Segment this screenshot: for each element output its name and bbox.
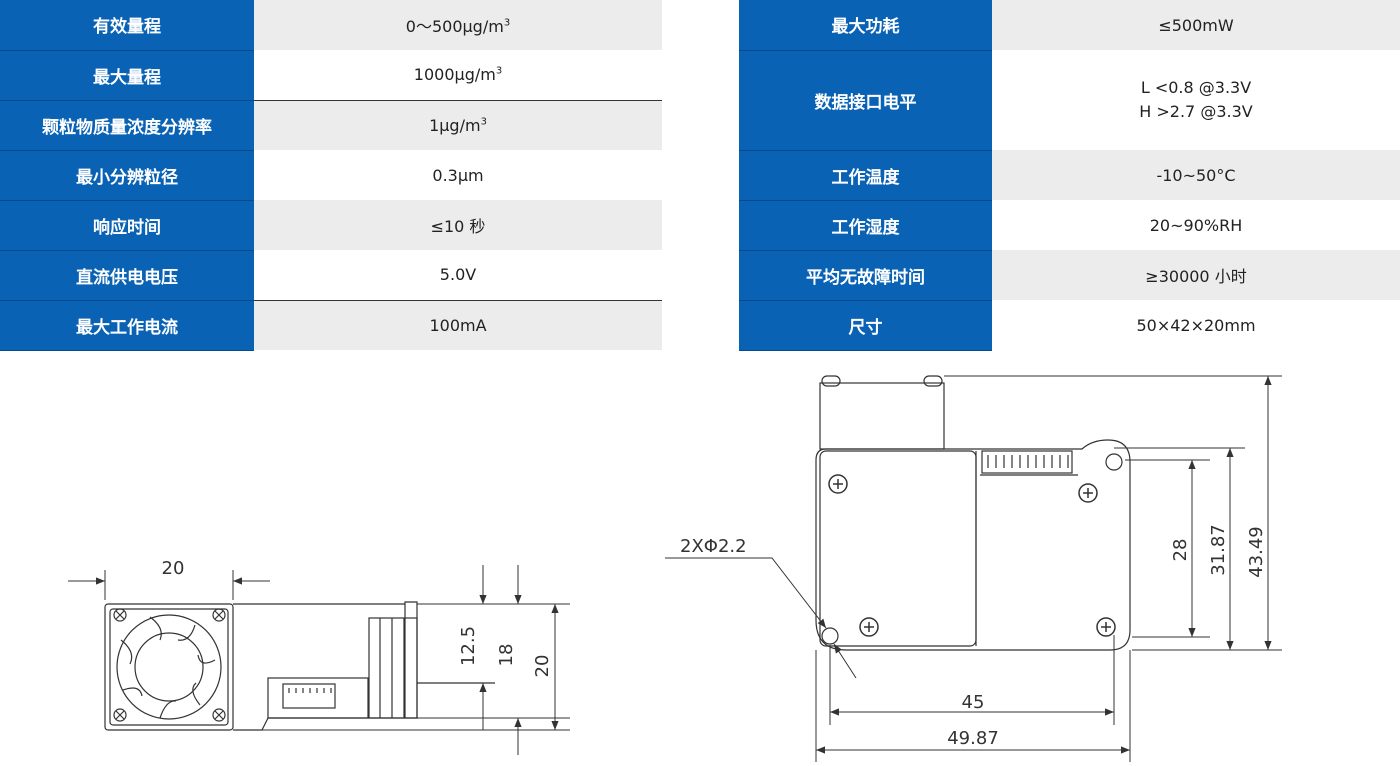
dim-side-h3: 20 xyxy=(532,655,553,678)
spec-value: -10~50°C xyxy=(992,150,1400,200)
spec-label: 平均无故障时间 xyxy=(739,250,992,301)
spec-label: 数据接口电平 xyxy=(739,50,992,151)
spec-value: 20~90%RH xyxy=(992,200,1400,250)
spec-row: 最大功耗 ≤500mW xyxy=(739,0,1400,51)
dim-side-width: 20 xyxy=(162,558,185,579)
screw-icon xyxy=(113,608,226,722)
spec-label: 最大工作电流 xyxy=(0,300,254,351)
spec-row: 响应时间 ≤10 秒 xyxy=(0,200,662,251)
spec-label: 尺寸 xyxy=(739,300,992,351)
spec-value: ≤10 秒 xyxy=(254,200,662,250)
spec-label: 有效量程 xyxy=(0,0,254,51)
top-view-drawing xyxy=(815,375,1131,651)
dim-side-h2: 18 xyxy=(496,644,517,667)
spec-row: 最大量程 1000μg/m3 xyxy=(0,50,662,101)
spec-label: 最大功耗 xyxy=(739,0,992,51)
spec-label: 工作湿度 xyxy=(739,200,992,251)
spec-label: 工作温度 xyxy=(739,150,992,201)
dim-top-h1: 28 xyxy=(1170,539,1191,562)
spec-value: 5.0V xyxy=(254,250,662,300)
spec-row: 数据接口电平 L <0.8 @3.3V H >2.7 @3.3V xyxy=(739,50,1400,151)
spec-value: 1μg/m3 xyxy=(254,99,662,150)
spec-row: 直流供电电压 5.0V xyxy=(0,250,662,301)
spec-value: 0.3μm xyxy=(254,150,662,200)
spec-value-line: H >2.7 @3.3V xyxy=(1139,102,1253,121)
spec-value: 50×42×20mm xyxy=(992,300,1400,350)
side-view-drawing xyxy=(104,601,495,731)
spec-table-left: 有效量程 0～500μg/m3 最大量程 1000μg/m3 颗粒物质量浓度分辨… xyxy=(0,0,662,351)
dim-top-h2: 31.87 xyxy=(1208,524,1229,576)
spec-value: 100mA xyxy=(254,299,662,350)
spec-label: 响应时间 xyxy=(0,200,254,251)
spec-value: 1000μg/m3 xyxy=(254,50,662,100)
spec-row: 最小分辨粒径 0.3μm xyxy=(0,150,662,201)
dim-top-w1: 45 xyxy=(962,692,985,713)
spec-value: 0～500μg/m3 xyxy=(254,0,662,50)
spec-row: 颗粒物质量浓度分辨率 1μg/m3 xyxy=(0,99,662,151)
spec-value: L <0.8 @3.3V H >2.7 @3.3V xyxy=(992,50,1400,150)
spec-value: ≥30000 小时 xyxy=(992,250,1400,300)
spec-row: 最大工作电流 100mA xyxy=(0,299,662,351)
spec-value: ≤500mW xyxy=(992,0,1400,50)
spec-row: 尺寸 50×42×20mm xyxy=(739,300,1400,351)
dim-top-h3: 43.49 xyxy=(1246,526,1267,578)
spec-value-line: L <0.8 @3.3V xyxy=(1140,78,1252,97)
spec-label: 直流供电电压 xyxy=(0,250,254,301)
dim-hole-callout: 2XΦ2.2 xyxy=(680,536,747,557)
dim-top-w2: 49.87 xyxy=(947,728,999,749)
top-dimension-lines xyxy=(665,375,1282,762)
side-dimension-lines xyxy=(68,565,570,755)
spec-row: 工作温度 -10~50°C xyxy=(739,150,1400,201)
spec-table-right: 最大功耗 ≤500mW 数据接口电平 L <0.8 @3.3V H >2.7 @… xyxy=(739,0,1400,351)
plus-screw-icon xyxy=(828,474,1116,637)
spec-label: 最小分辨粒径 xyxy=(0,150,254,201)
spec-row: 平均无故障时间 ≥30000 小时 xyxy=(739,250,1400,301)
dim-side-h1: 12.5 xyxy=(458,626,479,666)
spec-row: 有效量程 0～500μg/m3 xyxy=(0,0,662,51)
spec-label: 颗粒物质量浓度分辨率 xyxy=(0,100,254,151)
spec-label: 最大量程 xyxy=(0,50,254,101)
spec-row: 工作湿度 20~90%RH xyxy=(739,200,1400,251)
